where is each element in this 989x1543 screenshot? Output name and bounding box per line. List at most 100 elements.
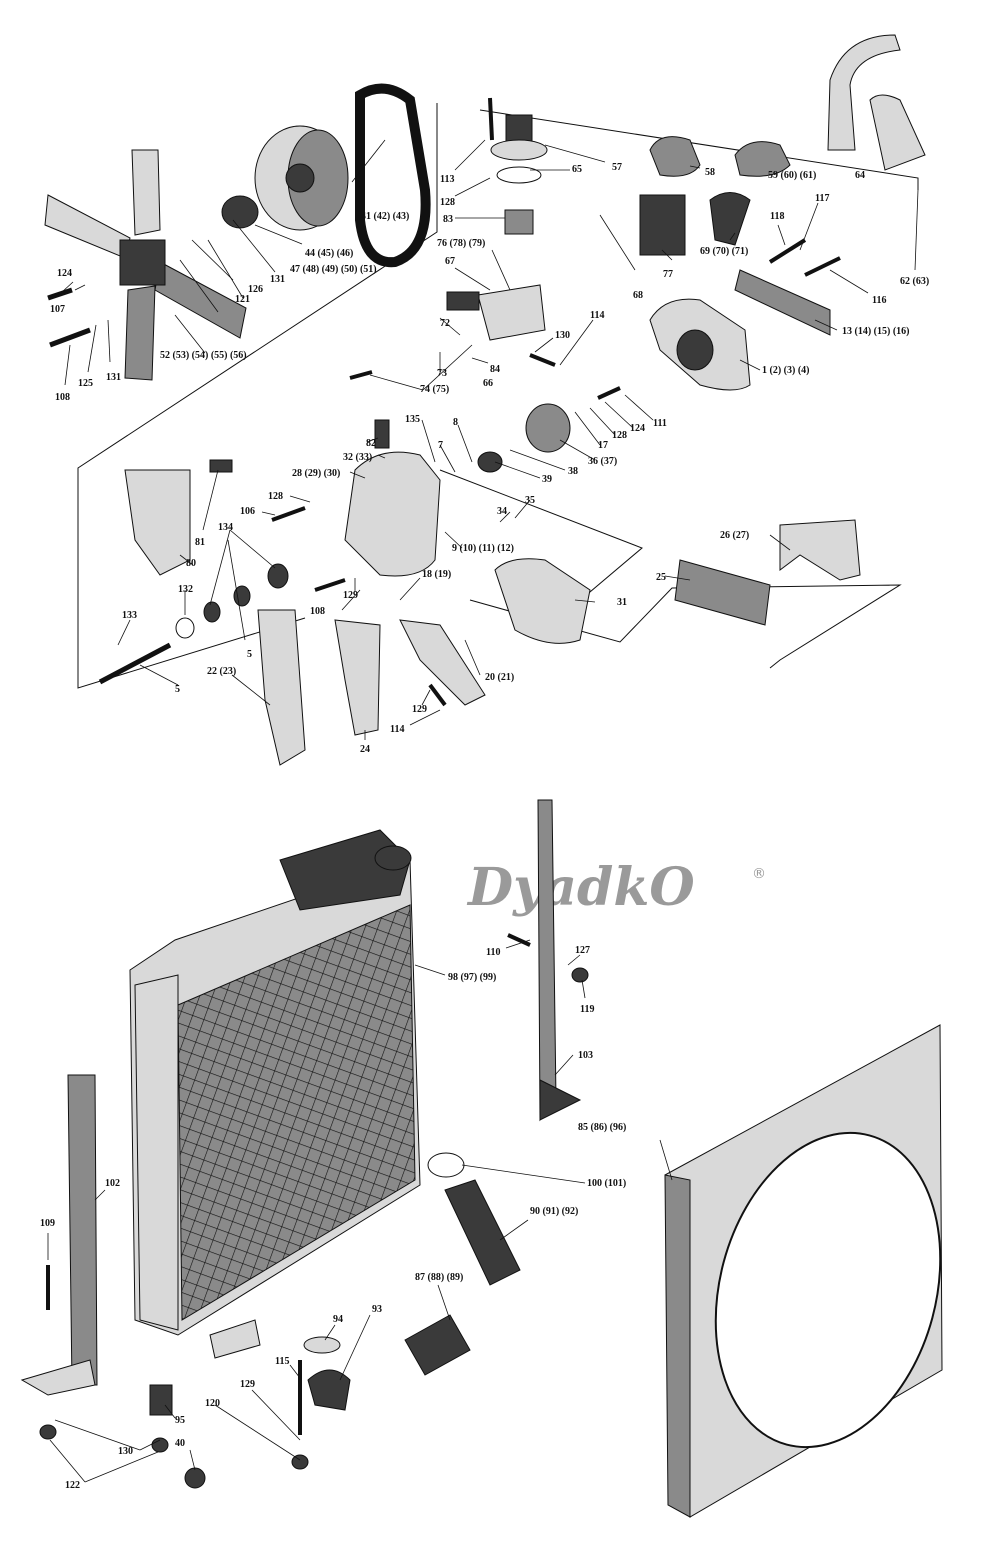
part-label: 73 [437,368,447,379]
pulley-icon [254,125,349,231]
part-label: 107 [50,304,65,315]
part-label: 133 [122,610,137,621]
part-label: 31 [617,597,627,608]
pump-body-icon [124,419,591,644]
part-label: 59 (60) (61) [768,170,816,181]
part-label: 87 (88) (89) [415,1272,463,1283]
part-label: 5 [175,684,180,695]
lower-hose-icons [98,519,861,766]
part-label: 25 [656,572,666,583]
part-label: 102 [105,1178,120,1189]
part-label: 24 [360,744,370,755]
part-label: 84 [490,364,500,375]
part-label: 95 [175,1415,185,1426]
registered-mark: ® [752,866,766,882]
bottom-leaders [47,939,673,1483]
part-label: 47 (48) (49) (50) (51) [290,264,377,275]
part-label: 122 [65,1480,80,1491]
part-label: 18 (19) [422,569,451,580]
part-label: 128 [268,491,283,502]
part-label: 83 [443,214,453,225]
part-label: 108 [310,606,325,617]
part-label: 13 (14) (15) (16) [842,326,909,337]
part-label: 121 [235,294,250,305]
assembly-outline [77,103,919,689]
bracket-icons [20,799,582,1396]
part-label: 77 [663,269,673,280]
part-label: 39 [542,474,552,485]
part-label: 130 [555,330,570,341]
part-label: 119 [580,1004,594,1015]
part-label: 52 (53) (54) (55) (56) [160,350,247,361]
part-label: 9 (10) (11) (12) [452,543,514,554]
part-label: 57 [612,162,622,173]
part-label: 62 (63) [900,276,929,287]
part-label: 135 [405,414,420,425]
part-label: 100 (101) [587,1178,626,1189]
radiator-icon [129,829,421,1336]
elbow-hose-icons [649,34,926,246]
part-label: 109 [40,1218,55,1229]
part-label: 114 [590,310,604,321]
part-label: 66 [483,378,493,389]
part-label: 35 [525,495,535,506]
part-label: 68 [633,290,643,301]
part-label: 28 (29) (30) [292,468,340,479]
part-label: 41 (42) (43) [361,211,409,222]
part-label: 85 (86) (96) [578,1122,626,1133]
part-label: 110 [486,947,500,958]
part-label: 124 [57,268,72,279]
part-label: 72 [440,318,450,329]
part-label: 116 [872,295,886,306]
part-label: 64 [855,170,865,181]
part-label: 131 [106,372,121,383]
part-label: 113 [440,174,454,185]
part-label: 114 [390,724,404,735]
part-label: 115 [275,1356,289,1367]
water-pump-icon [525,194,831,453]
part-label: 7 [438,440,443,451]
part-label: 67 [445,256,455,267]
part-label: 40 [175,1438,185,1449]
part-label: 118 [770,211,784,222]
part-label: 129 [343,590,358,601]
part-label: 130 [118,1446,133,1457]
part-label: 22 (23) [207,666,236,677]
part-label: 128 [612,430,627,441]
part-labels: 57 58 59 (60) (61) 64 65 113 128 83 76 (… [40,162,929,1491]
part-label: 90 (91) (92) [530,1206,578,1217]
part-label: 131 [270,274,285,285]
part-label: 74 (75) [420,384,449,395]
part-label: 81 [195,537,205,548]
part-label: 129 [240,1379,255,1390]
part-label: 34 [497,506,507,517]
part-label: 5 [247,649,252,660]
fan-blade-icon [44,149,247,381]
part-label: 124 [630,423,645,434]
part-label: 126 [248,284,263,295]
part-label: 20 (21) [485,672,514,683]
part-label: 17 [598,440,608,451]
part-label: 76 (78) (79) [437,238,485,249]
hub-icon [221,195,259,229]
thermostat-housing-icon [446,114,548,341]
part-label: 94 [333,1314,343,1325]
belt-icon [355,83,431,268]
part-label: 36 (37) [588,456,617,467]
part-label: 38 [568,466,578,477]
part-label: 58 [705,167,715,178]
part-label: 111 [653,418,667,429]
part-label: 80 [186,558,196,569]
part-label: 93 [372,1304,382,1315]
part-label: 1 (2) (3) (4) [762,365,809,376]
bolt-icons [47,97,841,707]
part-label: 106 [240,506,255,517]
top-leaders [61,139,919,740]
part-label: 127 [575,945,590,956]
part-label: 26 (27) [720,530,749,541]
part-label: 32 (33) [343,452,372,463]
part-label: 134 [218,522,233,533]
part-label: 108 [55,392,70,403]
part-label: 98 (97) (99) [448,972,496,983]
